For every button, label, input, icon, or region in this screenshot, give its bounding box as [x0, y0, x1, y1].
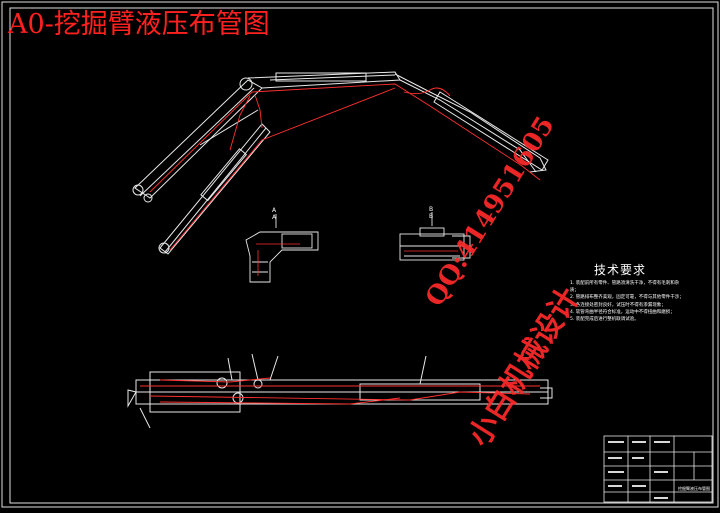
tech-requirement-line: 5. 装配完成后进行整机联调试验。 [570, 317, 639, 323]
section-label-a-2: A [272, 214, 277, 221]
tech-requirement-line: 1. 装配前所有零件、管路须清洗干净，不得有毛刺和杂质； [570, 281, 680, 294]
section-b-detail [399, 212, 471, 261]
tech-requirement-line: 3. 各连接处密封良好，试压时不得有渗漏现象； [570, 302, 666, 308]
tech-requirement-line: 2. 管路排布整齐美观，固定可靠，不得与其他零件干涉； [570, 295, 684, 301]
section-label-a: A [272, 207, 277, 214]
tech-requirements-list: 1. 装配前所有零件、管路须清洗干净，不得有毛刺和杂质； 2. 管路排布整齐美观… [570, 280, 688, 323]
title-block [603, 435, 713, 503]
tech-requirements-heading: 技术要求 [594, 263, 647, 277]
section-label-b-2: B [429, 213, 433, 220]
arm-elevation-view [132, 71, 549, 255]
tech-requirement-line: 4. 软管弯曲半径符合标准，运动中不得扭曲和磨损； [570, 309, 675, 315]
hydraulic-hose-routing [149, 83, 541, 251]
section-label-b: B [429, 206, 433, 213]
section-a-detail [245, 214, 319, 283]
title-block-drawing-name: 挖掘臂液压布管图 [678, 485, 710, 491]
plan-hose-routing [140, 377, 540, 405]
inner-frame [9, 7, 714, 504]
drawing-title: A0-挖掘臂液压布管图 [8, 9, 270, 40]
